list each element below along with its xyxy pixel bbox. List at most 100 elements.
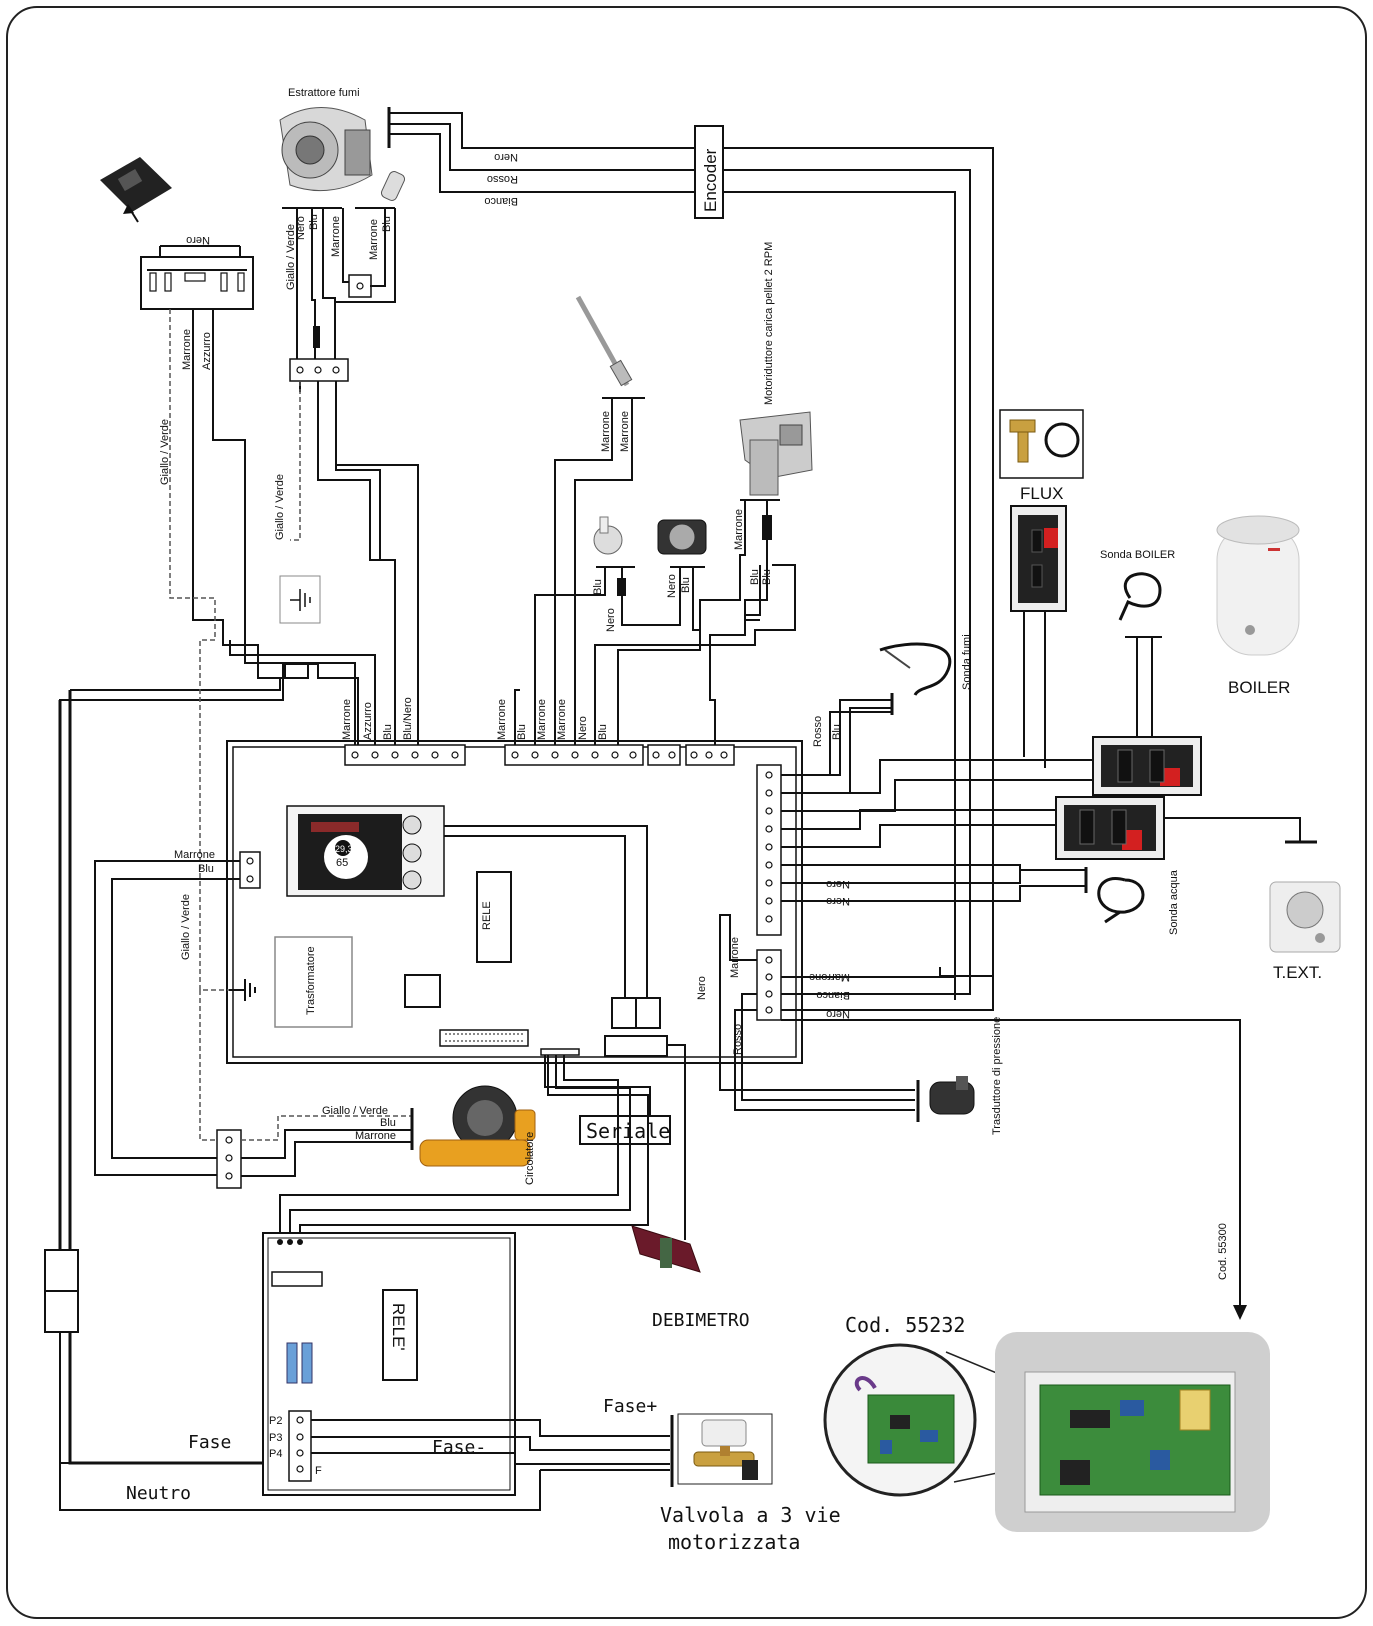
board-photo: [995, 1332, 1270, 1532]
outer-frame: [6, 6, 1367, 1619]
wire-label-rosso-sf: Rosso: [812, 716, 824, 747]
lbl-top-nero: Nero: [577, 716, 589, 740]
wire-label-blu-mot1: Blu: [749, 569, 761, 585]
wire-label-marrone-filter: Marrone: [181, 329, 193, 370]
wire-label-gv-circ: Giallo / Verde: [322, 1105, 388, 1117]
neutro-label: Neutro: [126, 1483, 191, 1504]
boiler-image: [1216, 515, 1300, 656]
wire-label-blu-estr2: Blu: [381, 216, 393, 232]
wire-label-gv-left2: Giallo / Verde: [274, 474, 286, 540]
estrattore-label: Estrattore fumi: [288, 87, 360, 99]
wire-label-nero-r1: Nero: [826, 878, 850, 890]
terminal-block-top-mid: [504, 744, 644, 766]
wire-label-marrone-left: Marrone: [174, 849, 215, 861]
p4-label: P4: [269, 1448, 282, 1460]
sonda-fumi-label: Sonda fumi: [961, 634, 973, 690]
seriale-box: [579, 1115, 671, 1145]
wire-label-bianco-enc: Bianco: [484, 195, 518, 207]
cod-55300-label: Cod. 55300: [1217, 1223, 1229, 1280]
trasformatore-label: Trasformatore: [305, 946, 317, 1015]
wire-label-bianco-br: Bianco: [816, 989, 850, 1001]
display-button-2[interactable]: [402, 843, 422, 863]
sonda-acqua-image: [1097, 877, 1145, 924]
rele-main-label: RELE: [481, 901, 493, 930]
display-small-value: 29,3: [335, 844, 353, 854]
rele-aux-label: RELE': [389, 1303, 408, 1351]
fase-plus-label: Fase+: [603, 1396, 657, 1417]
sonda-boiler-label: Sonda BOILER: [1100, 549, 1175, 561]
encoder-sensor-image: [380, 171, 406, 201]
power-socket: [100, 157, 172, 212]
wire-label-azzurro-filter: Azzurro: [201, 332, 213, 370]
terminal-block-top-left: [344, 744, 466, 766]
wire-label-marrone-circ: Marrone: [355, 1130, 396, 1142]
wire-label-nero-pr: Nero: [666, 574, 678, 598]
wire-label-marrone-br: Marrone: [809, 971, 850, 983]
sonda-fumi-image: [879, 642, 952, 696]
wire-label-nero-filter: Nero: [186, 234, 210, 246]
wire-label-marrone-probe1: Marrone: [600, 411, 612, 452]
wire-label-nero-br: Nero: [826, 1008, 850, 1020]
sonda-boiler-image: [1118, 572, 1162, 621]
valvola-image: [693, 1419, 758, 1480]
terminal-block-top-right: [647, 744, 735, 766]
encoder-label: Encoder: [701, 148, 720, 212]
wire-label-gv-left3: Giallo / Verde: [180, 894, 192, 960]
seriale-label: Seriale: [586, 1119, 670, 1143]
estrattore-image: [279, 107, 373, 192]
terminal-block-right: [756, 764, 782, 1021]
motoriduttore-image: [739, 411, 813, 496]
flux-connector: [1010, 505, 1067, 612]
text-label: T.EXT.: [1273, 963, 1322, 982]
wire-label-blu-th: Blu: [592, 579, 604, 595]
display-button-1[interactable]: [402, 815, 422, 835]
lbl-top-blu3: Blu: [597, 724, 609, 740]
pressostato-image: [657, 519, 707, 555]
trasduttore-label: Trasduttore di pressione: [991, 1017, 1003, 1135]
wire-label-nero-th: Nero: [605, 608, 617, 632]
valvola-label-1: Valvola a 3 vie: [660, 1503, 841, 1527]
lbl-top-marrone3: Marrone: [536, 699, 548, 740]
wire-label-nero-enc: Nero: [494, 151, 518, 163]
valvola-label-2: motorizzata: [668, 1530, 800, 1554]
motoriduttore-label: Motoriduttore carica pellet 2 RPM: [763, 242, 775, 405]
wire-label-marrone-probe2: Marrone: [619, 411, 631, 452]
encoder-box: [694, 125, 724, 219]
display-value: 65: [336, 857, 348, 869]
sonda-acqua-connector: [1055, 796, 1165, 860]
sonda-acqua-label: Sonda acqua: [1168, 869, 1180, 935]
wire-label-marrone-tr: Marrone: [729, 937, 741, 978]
lbl-top-blu1: Blu: [382, 724, 394, 740]
cod-55232-label: Cod. 55232: [845, 1313, 965, 1337]
lbl-top-marrone1: Marrone: [341, 699, 353, 740]
lbl-top-marrone2: Marrone: [496, 699, 508, 740]
sonda-boiler-connector: [1092, 736, 1202, 796]
fase-minus-label: Fase-: [432, 1437, 486, 1458]
lbl-top-blu2: Blu: [516, 724, 528, 740]
lbl-top-azzurro: Azzurro: [362, 702, 374, 740]
wire-label-marrone-estr: Marrone: [330, 216, 342, 257]
flux-sensor-image: [1009, 419, 1080, 463]
filter-box: [140, 256, 254, 310]
thermostat-image: [593, 516, 623, 555]
wire-label-blu-estr: Blu: [308, 214, 320, 230]
fase-label: Fase: [188, 1432, 231, 1453]
wire-label-blu-circ: Blu: [380, 1117, 396, 1129]
f-label: F: [315, 1465, 322, 1477]
display-panel: 65 29,3: [286, 805, 445, 897]
p2-label: P2: [269, 1415, 282, 1427]
trasduttore-image: [929, 1076, 975, 1115]
debimetro-label: DEBIMETRO: [652, 1310, 750, 1331]
wire-label-blu-sf: Blu: [831, 724, 843, 740]
flux-label: FLUX: [1020, 484, 1063, 503]
wire-label-blu-left: Blu: [198, 863, 214, 875]
display-button-3[interactable]: [402, 870, 422, 890]
wire-label-marrone-mot: Marrone: [733, 509, 745, 550]
debimetro-image: [631, 1225, 701, 1273]
lbl-top-marrone4: Marrone: [556, 699, 568, 740]
wire-label-rosso-enc: Rosso: [487, 173, 518, 185]
wire-label-nero-r2: Nero: [826, 895, 850, 907]
circolatore-image: [419, 1085, 536, 1167]
wire-label-blu-pr: Blu: [680, 577, 692, 593]
